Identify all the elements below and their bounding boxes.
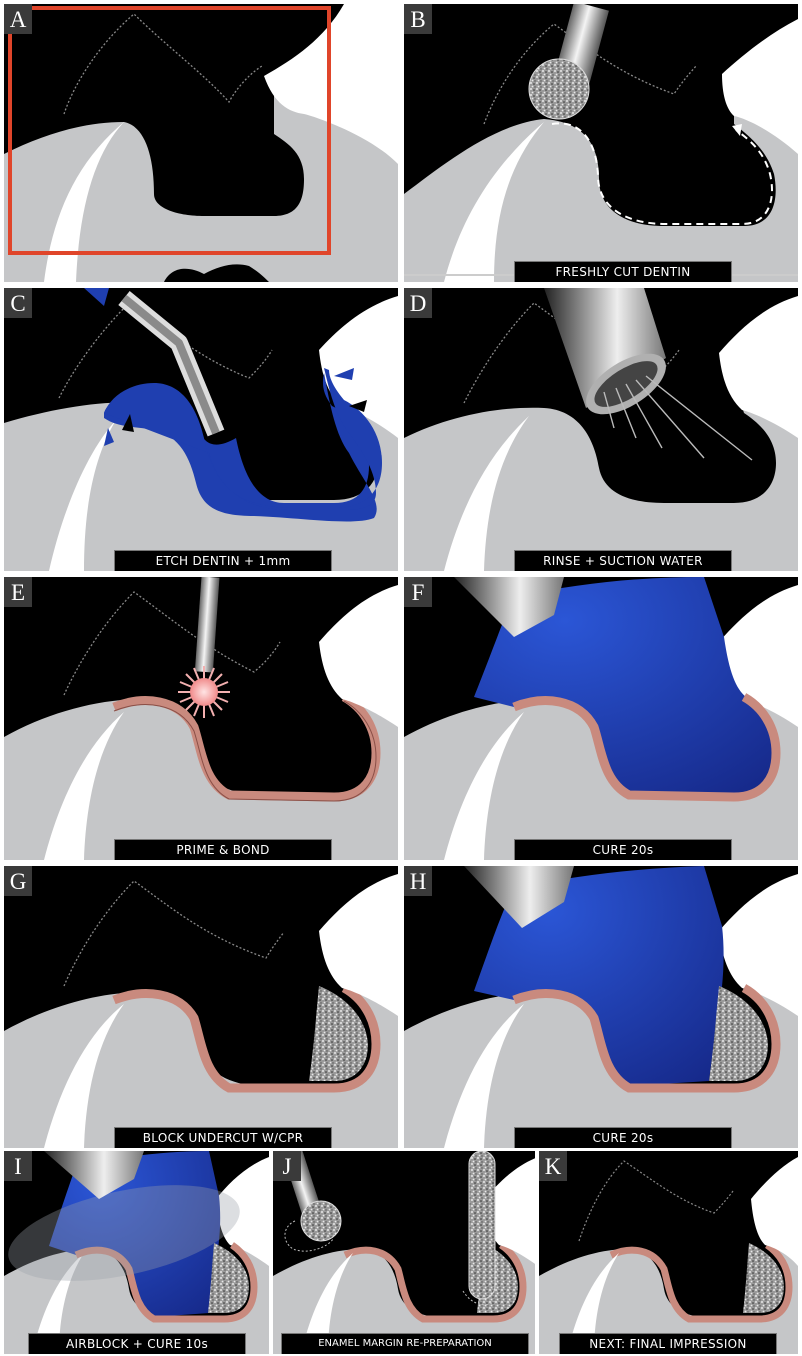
panel-letter: I <box>4 1151 32 1181</box>
tooth-illustration-k <box>539 1151 798 1354</box>
panel-letter: J <box>273 1151 301 1181</box>
panel-c: C ETCH DENTIN + 1mm <box>4 288 398 571</box>
panel-k: K NEXT: FINAL IMPRESSION <box>539 1151 798 1354</box>
panel-b: B FRESHLY CUT DENTIN <box>404 4 798 282</box>
panel-h: H CURE 20s <box>404 866 798 1148</box>
panel-letter: H <box>404 866 432 896</box>
panel-letter: A <box>4 4 32 34</box>
panel-a: A <box>4 4 398 282</box>
panel-caption: FRESHLY CUT DENTIN <box>514 261 732 282</box>
tooth-illustration-f <box>404 577 798 860</box>
panel-letter: B <box>404 4 432 34</box>
panel-letter: F <box>404 577 432 607</box>
panel-letter: C <box>4 288 32 318</box>
panel-caption: NEXT: FINAL IMPRESSION <box>559 1333 777 1354</box>
panel-g: G BLOCK UNDERCUT W/CPR <box>4 866 398 1148</box>
tooth-illustration-e <box>4 577 398 860</box>
panel-caption: ENAMEL MARGIN RE-PREPARATION <box>281 1333 529 1354</box>
panel-caption: BLOCK UNDERCUT W/CPR <box>114 1127 332 1148</box>
panel-letter: D <box>404 288 432 318</box>
tooth-illustration-h <box>404 866 798 1148</box>
diamond-bur <box>529 59 589 119</box>
tooth-illustration-i <box>4 1151 269 1354</box>
panel-j: J ENAMEL MARGIN RE-PREPARATION <box>273 1151 535 1354</box>
panel-caption: CURE 20s <box>514 1127 732 1148</box>
panel-caption: AIRBLOCK + CURE 10s <box>28 1333 246 1354</box>
panel-caption: RINSE + SUCTION WATER <box>514 550 732 571</box>
panel-letter: E <box>4 577 32 607</box>
finishing-bur <box>469 1151 495 1299</box>
tooth-illustration-d <box>404 288 798 571</box>
tooth-illustration-b <box>404 4 798 282</box>
panel-caption: ETCH DENTIN + 1mm <box>114 550 332 571</box>
panel-f: F CURE 20s <box>404 577 798 860</box>
tooth-illustration-c <box>4 288 398 571</box>
panel-d: D RINSE + SUCTION WATER <box>404 288 798 571</box>
diamond-bur <box>301 1201 341 1241</box>
tooth-illustration-a <box>4 4 398 282</box>
tooth-illustration-g <box>4 866 398 1148</box>
tooth-illustration-j <box>273 1151 535 1354</box>
panel-i: I AIRBLOCK + CURE 10s <box>4 1151 269 1354</box>
panel-caption: CURE 20s <box>514 839 732 860</box>
panel-letter: G <box>4 866 32 896</box>
panel-caption: PRIME & BOND <box>114 839 332 860</box>
panel-e: E PRIME & BOND <box>4 577 398 860</box>
panel-letter: K <box>539 1151 567 1181</box>
